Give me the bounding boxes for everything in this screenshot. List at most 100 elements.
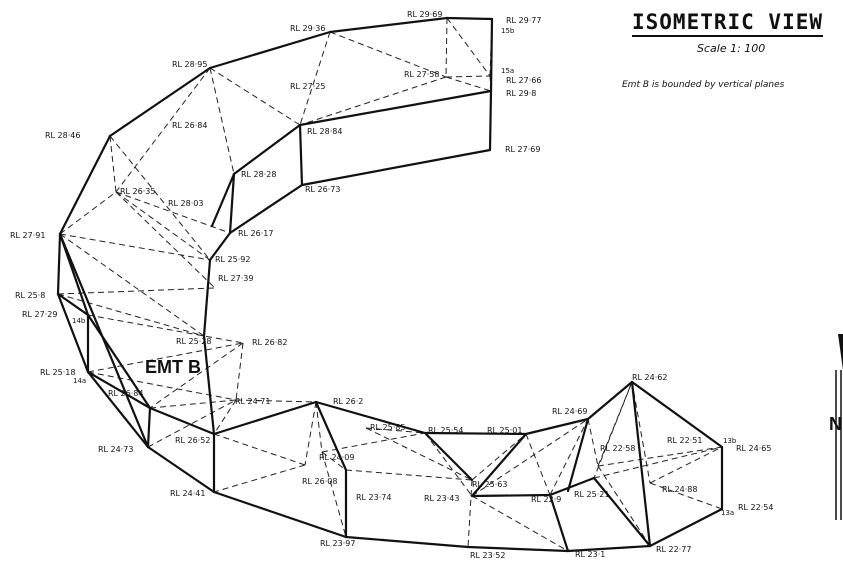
hidden-edge [299, 76, 447, 126]
hidden-edge [213, 399, 237, 435]
hidden-edge [315, 401, 323, 453]
visible-edge [298, 123, 304, 187]
level-label: RL 28·46 [45, 131, 80, 140]
hidden-edge [299, 31, 331, 126]
level-label: RL 24·71 [235, 397, 270, 406]
hidden-edge [631, 381, 651, 484]
level-label: RL 28·28 [241, 170, 276, 179]
level-label: RL 27·25 [290, 82, 325, 91]
visible-edge [210, 172, 236, 228]
visible-edge [524, 417, 590, 436]
hidden-edge [87, 342, 244, 373]
level-label: RL 25·63 [472, 480, 507, 489]
hidden-edge [467, 479, 473, 548]
level-label: RL 23·97 [320, 539, 355, 548]
hidden-edge [593, 381, 633, 479]
level-label: RL 22·58 [600, 444, 635, 453]
level-label: RL 22·51 [667, 436, 702, 445]
hidden-edge [649, 482, 723, 510]
hidden-edge [109, 135, 117, 193]
visible-edge [212, 400, 318, 436]
level-label: RL 23·74 [356, 493, 391, 502]
visible-edge [314, 400, 427, 435]
hidden-edge [59, 233, 211, 261]
level-label: RL 24·69 [552, 407, 587, 416]
visible-edge [423, 431, 474, 482]
station-tag: 15b [501, 27, 515, 35]
hidden-edge [649, 446, 723, 484]
level-label: RL 23·52 [470, 551, 505, 560]
level-label: RL 24·65 [736, 444, 771, 453]
hidden-edge [345, 469, 473, 481]
level-label: RL 24·88 [662, 485, 697, 494]
level-label: RL 22·54 [738, 503, 773, 512]
visible-edge [300, 148, 492, 187]
hidden-edge [471, 433, 527, 481]
emt-label: EMT B [145, 357, 201, 377]
visible-edge [208, 30, 332, 70]
visible-edge [344, 535, 470, 549]
level-label: RL 27·91 [10, 231, 45, 240]
hidden-edge [445, 75, 491, 78]
hidden-edge [235, 342, 244, 401]
hidden-edge [57, 293, 205, 337]
boundary-note: Emt B is bounded by vertical planes [622, 80, 785, 90]
hidden-edge [471, 495, 569, 552]
visible-edge [56, 232, 62, 296]
hidden-edge [446, 17, 491, 77]
hidden-edge [593, 446, 723, 479]
hidden-edge [597, 465, 651, 547]
level-label: RL 26·2 [333, 397, 363, 406]
level-label: RL 27·58 [404, 70, 439, 79]
visible-edge [566, 544, 652, 553]
level-label: RL 25·21 [574, 490, 609, 499]
hidden-edge [365, 427, 473, 481]
visible-edge [58, 232, 90, 317]
hidden-edge [329, 31, 447, 78]
hidden-edge [87, 314, 244, 344]
hidden-edge [445, 76, 492, 92]
level-label: RL 22·9 [531, 495, 561, 504]
visible-edge [470, 493, 552, 498]
hidden-edge [149, 399, 237, 409]
hidden-edge [59, 191, 117, 235]
visible-edge [228, 183, 304, 235]
level-label: RL 25·92 [215, 255, 250, 264]
visible-edge [488, 89, 493, 152]
edges [56, 16, 724, 553]
visible-edge [566, 417, 590, 493]
visible-edge [86, 370, 150, 449]
visible-edge [108, 66, 212, 138]
level-label: RL 26·73 [305, 185, 340, 194]
visible-edge [56, 292, 90, 374]
level-label: RL 26·17 [238, 229, 273, 238]
visible-edge [232, 123, 302, 176]
level-label: RL 26·52 [175, 436, 210, 445]
visible-edge [58, 232, 150, 449]
visible-edge [202, 334, 216, 436]
visible-edge [328, 16, 449, 34]
visible-edge [58, 134, 112, 236]
hidden-edge [209, 67, 235, 175]
visible-edge [202, 258, 212, 338]
level-label: RL 24·73 [98, 445, 133, 454]
north-arrow-head [838, 334, 843, 370]
visible-edge [445, 16, 494, 21]
level-label: RL 25·28 [176, 337, 211, 346]
level-label: RL 24·62 [632, 373, 667, 382]
page-title: ISOMETRIC VIEW [632, 10, 824, 37]
level-label: RL 29·8 [506, 89, 536, 98]
level-label: RL 29·77 [506, 16, 541, 25]
hidden-edge [597, 446, 723, 467]
visible-edge [208, 231, 232, 262]
visible-edge [212, 490, 348, 539]
hidden-edge [587, 418, 599, 467]
level-label: RL 22·77 [656, 545, 691, 554]
visible-edge [470, 432, 528, 498]
scale-note: Scale 1: 100 [697, 42, 766, 55]
hidden-edge [147, 399, 237, 448]
level-label: RL 25·01 [487, 426, 522, 435]
hidden-edge [57, 287, 216, 295]
